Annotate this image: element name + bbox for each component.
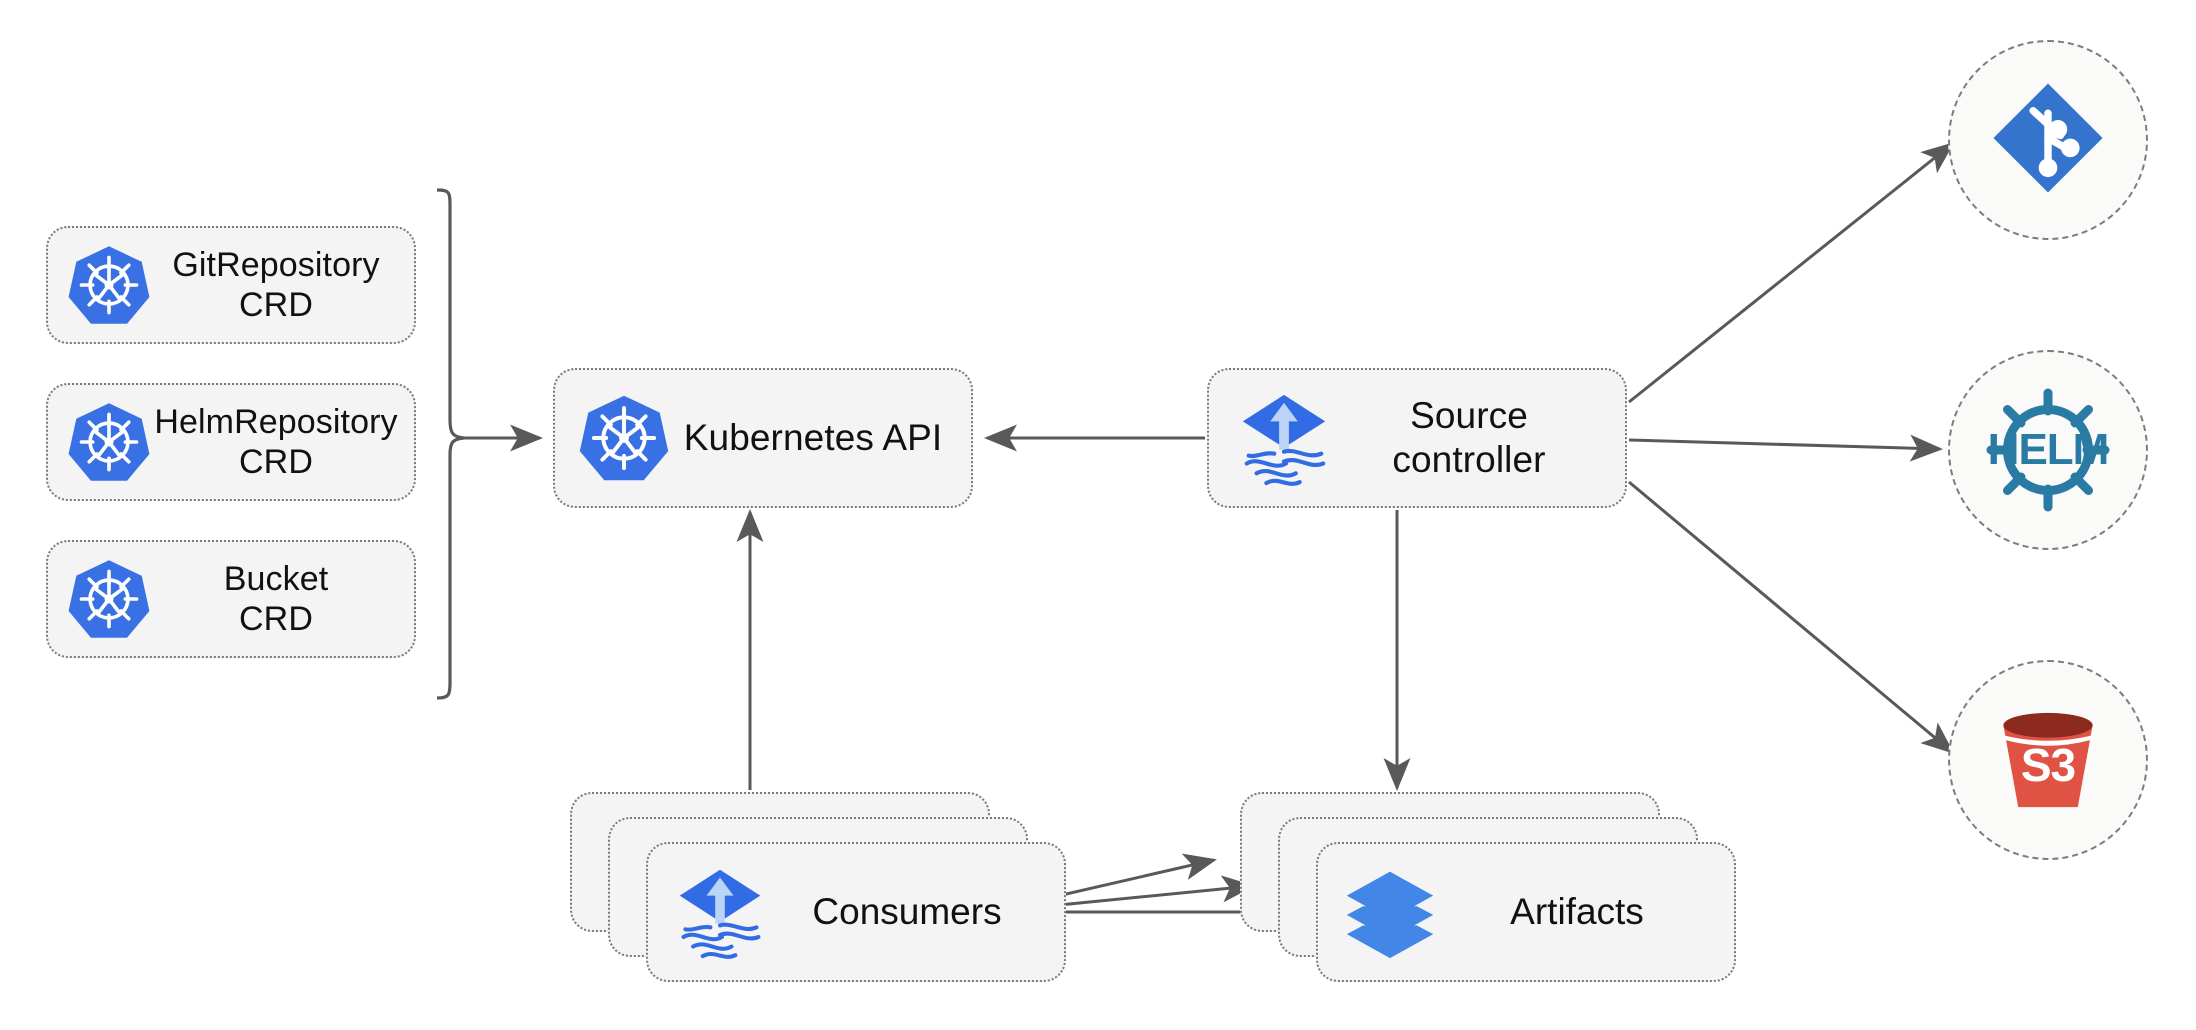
git-endpoint[interactable]: [1948, 40, 2148, 240]
edge-source-to-s3: [1628, 480, 1955, 754]
flux-icon: [672, 864, 768, 960]
crd-group-bracket: [436, 188, 465, 700]
kubernetes-icon: [66, 556, 152, 642]
git-icon: [1986, 76, 2110, 205]
kubernetes-icon: [66, 242, 152, 328]
consumers-label: Consumers: [812, 891, 1002, 933]
artifacts-label: Artifacts: [1510, 891, 1644, 933]
artifacts-stack-sheet-front[interactable]: Artifacts: [1316, 842, 1736, 982]
helm-endpoint[interactable]: HELM: [1948, 350, 2148, 550]
kubernetes-icon: [577, 391, 671, 485]
kubernetes-icon: [66, 399, 152, 485]
s3-bucket-icon: S3: [1986, 698, 2110, 822]
consumers-node[interactable]: Consumers: [570, 792, 1070, 987]
artifacts-node[interactable]: Artifacts: [1240, 792, 1740, 987]
consumers-stack-sheet-front[interactable]: Consumers: [646, 842, 1066, 982]
kubernetes-api-node[interactable]: Kubernetes API: [553, 368, 973, 508]
kubernetes-api-label: Kubernetes API: [683, 417, 943, 459]
flux-icon: [1235, 389, 1333, 487]
edge-source-to-git: [1628, 142, 1955, 404]
edge-source-to-helm: [1628, 434, 1943, 462]
helm-wordmark: HELM: [1987, 425, 2110, 474]
s3-endpoint[interactable]: S3: [1948, 660, 2148, 860]
layers-icon: [1342, 864, 1438, 960]
helm-icon: HELM: [1973, 375, 2123, 525]
s3-wordmark: S3: [2020, 738, 2076, 791]
